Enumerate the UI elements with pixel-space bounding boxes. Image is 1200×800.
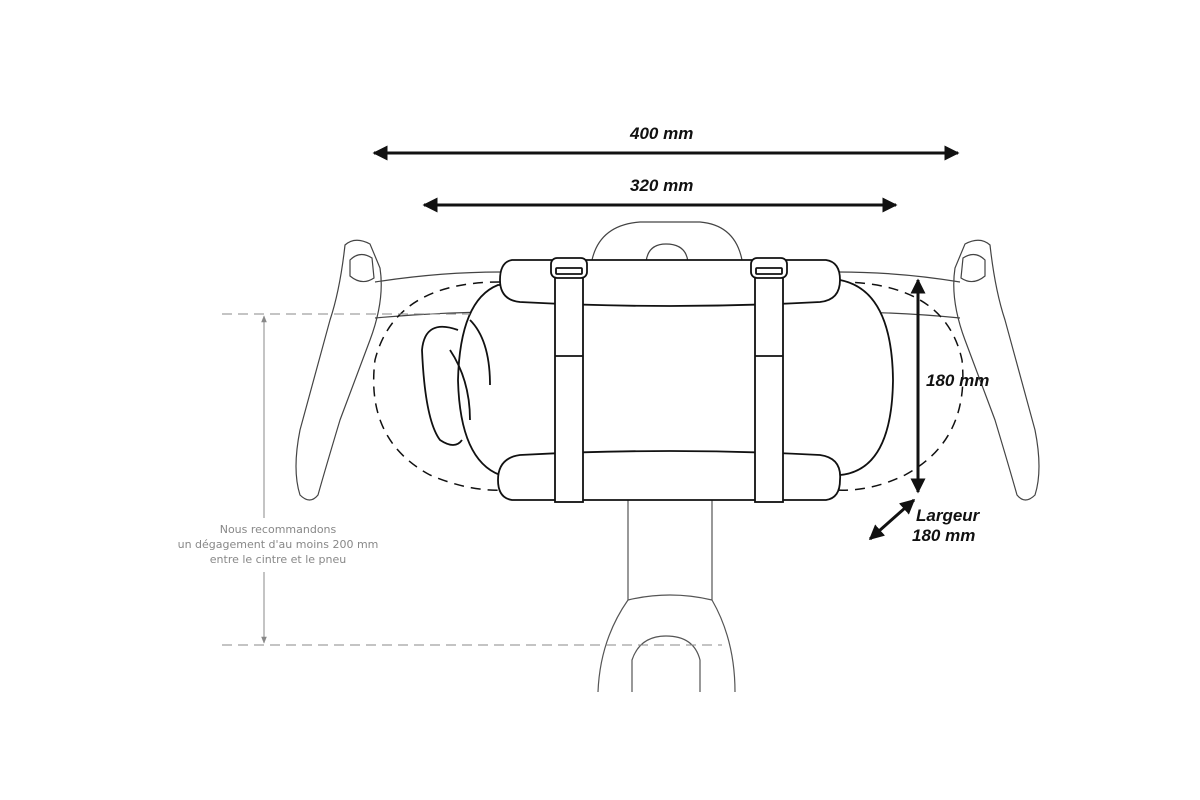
handlebar-bag	[421, 257, 894, 503]
stem-and-fork	[597, 500, 736, 693]
bag-width-label: 320 mm	[630, 176, 694, 195]
stem-mount	[591, 221, 743, 263]
clearance-note-line: Nous recommandons	[219, 523, 337, 536]
height-label: 180 mm	[926, 371, 990, 390]
clearance-note-line: entre le cintre et le pneu	[209, 553, 347, 566]
clearance-note-line: un dégagement d'au moins 200 mm	[177, 538, 379, 551]
depth-180-arrow	[868, 498, 916, 541]
overall-width-label: 400 mm	[630, 124, 694, 143]
clearance-note: Nous recommandons un dégagement d'au moi…	[160, 522, 396, 567]
depth-title-label: Largeur	[916, 506, 980, 525]
depth-value-label: 180 mm	[912, 526, 976, 545]
